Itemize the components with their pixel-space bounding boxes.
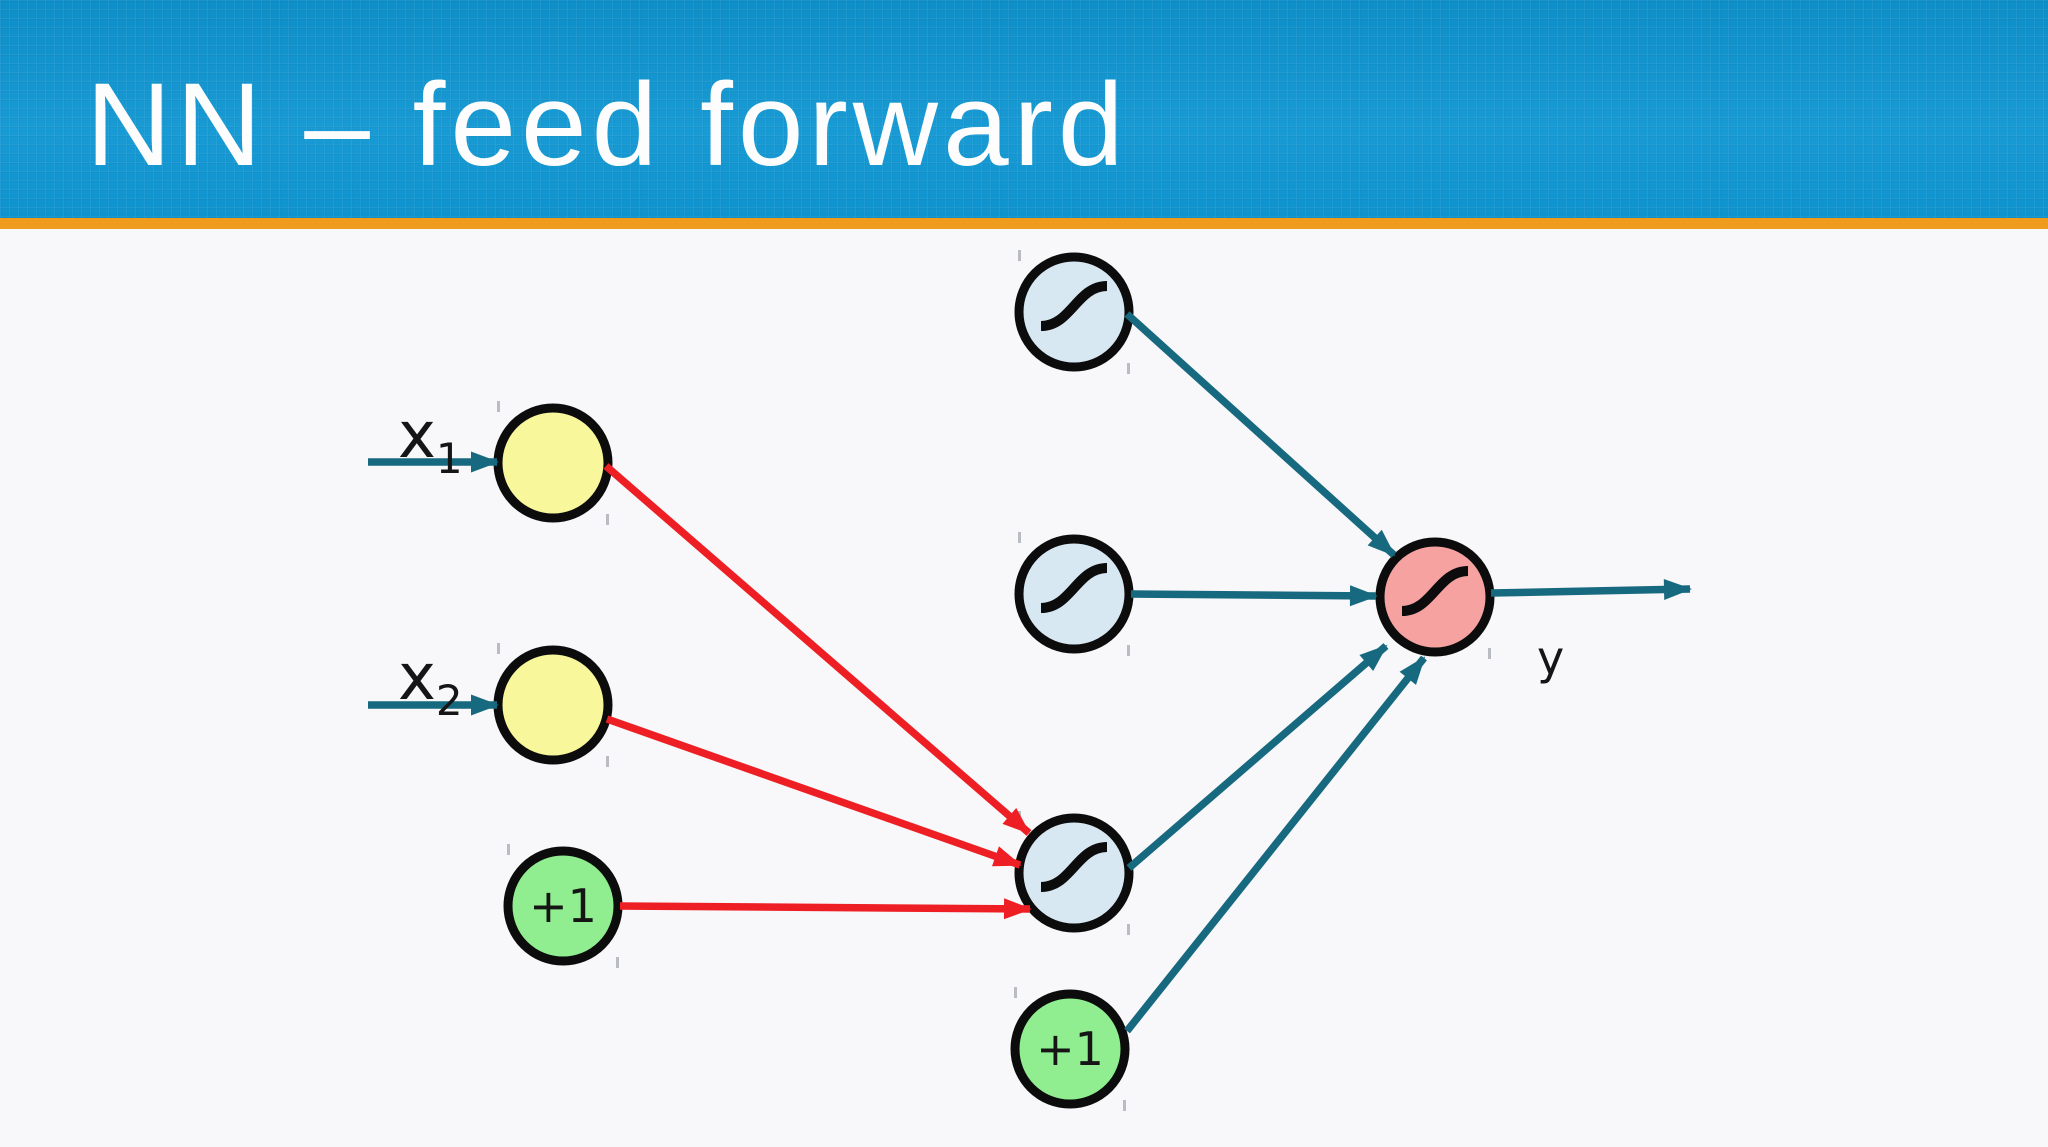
edge-weight-bias2-output (1124, 655, 1427, 1034)
sigmoid-icon (1401, 566, 1469, 616)
node-bias-hidden: +1 (503, 844, 623, 968)
node-label: +1 (1036, 1022, 1104, 1076)
node-input-x1 (493, 401, 613, 525)
node-tick (497, 401, 500, 412)
node-tick (1127, 645, 1130, 656)
sigmoid-icon (1040, 842, 1108, 892)
node-hidden-bottom (1014, 811, 1134, 935)
node-circle-bias (1010, 989, 1130, 1109)
node-tick (1014, 987, 1017, 998)
node-label: +1 (529, 879, 597, 933)
text-layer: x1 x2 y (398, 399, 1564, 725)
sigmoid-icon (1040, 563, 1108, 613)
edge-layer (368, 311, 1692, 1034)
node-tick (1488, 648, 1491, 659)
edge-weight-mid-output (1130, 585, 1378, 607)
node-layer: +1 +1 (493, 250, 1495, 1111)
node-bias-output: +1 (1010, 987, 1130, 1111)
node-tick (497, 643, 500, 654)
node-tick (507, 844, 510, 855)
node-input-x2 (493, 643, 613, 767)
node-output (1375, 535, 1495, 659)
node-hidden-mid (1014, 532, 1134, 656)
node-circle-input (493, 403, 613, 523)
label-y: y (1537, 631, 1564, 685)
edge-weight-hidden-output (1126, 643, 1389, 871)
edge-weight-top-output (1124, 311, 1397, 558)
node-tick (606, 514, 609, 525)
slide-header: NN – feed forward (0, 0, 2048, 218)
node-tick (606, 756, 609, 767)
node-tick (616, 957, 619, 968)
edge-weight-bias-hidden (619, 898, 1032, 920)
sigmoid-icon (1040, 281, 1108, 331)
slide-title: NN – feed forward (86, 59, 1129, 191)
edge-output-arrow (1490, 579, 1692, 601)
node-circle-input (493, 645, 613, 765)
node-tick (1123, 1100, 1126, 1111)
node-tick (1127, 924, 1130, 935)
label-x1: x1 (398, 399, 463, 483)
node-hidden-top (1014, 250, 1134, 374)
edge-weight-x2-hidden (605, 715, 1022, 869)
accent-bar (0, 218, 2048, 229)
node-tick (1018, 250, 1021, 261)
label-x2: x2 (398, 641, 463, 725)
edge-weight-x1-hidden (603, 463, 1032, 836)
node-tick (1127, 363, 1130, 374)
node-circle-bias (503, 846, 623, 966)
node-tick (1018, 532, 1021, 543)
